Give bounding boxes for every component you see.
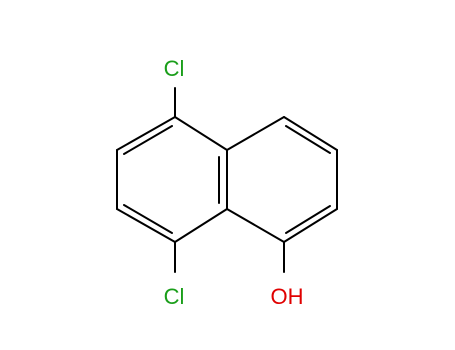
bond: [226, 208, 285, 243]
atom-label-oh: OH: [271, 284, 304, 309]
double-bond-inner: [285, 125, 331, 154]
atom-label-cl-top: Cl: [164, 56, 185, 81]
double-bond-inner: [123, 204, 173, 234]
atom-label-cl-bottom: Cl: [164, 284, 185, 309]
bond: [174, 116, 228, 151]
double-bond-inner: [123, 125, 173, 155]
bond: [116, 116, 176, 151]
double-bond-inner: [285, 205, 331, 234]
bond: [226, 116, 285, 151]
bond: [283, 208, 338, 243]
bond: [174, 208, 228, 243]
bond: [116, 208, 176, 243]
bond: [283, 116, 338, 151]
